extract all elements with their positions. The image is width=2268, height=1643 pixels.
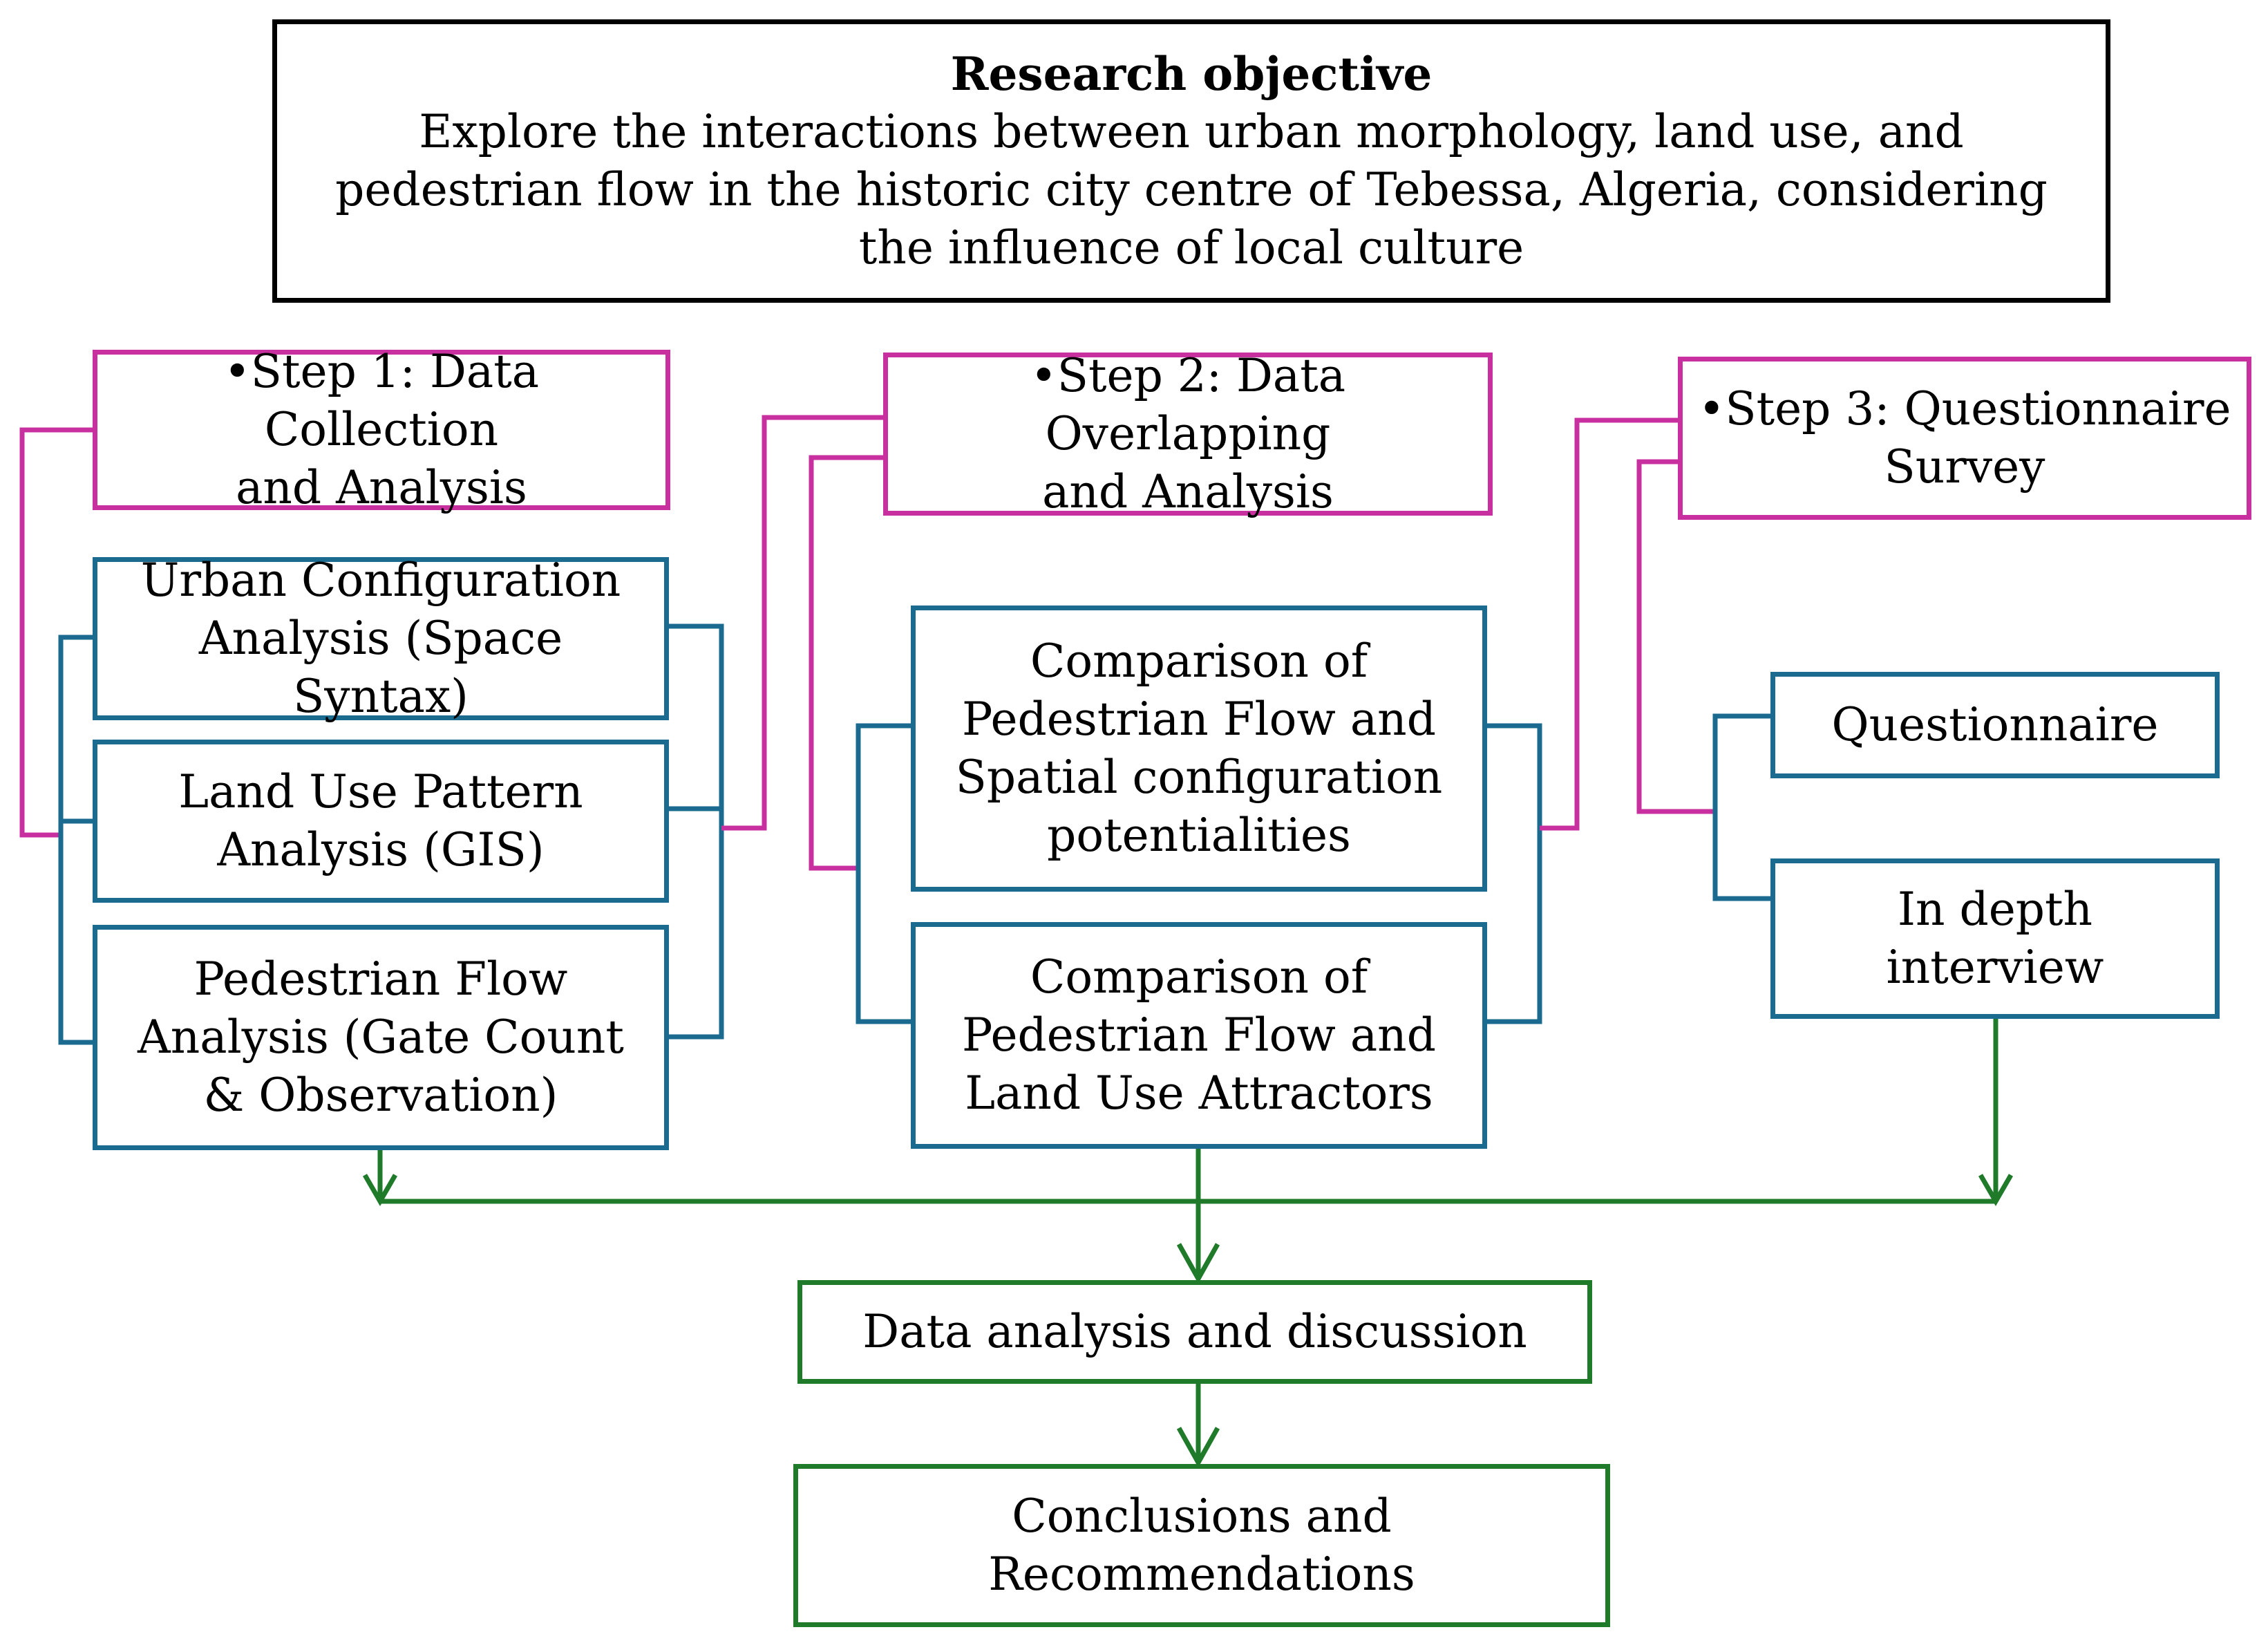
analysis-label: Data analysis and discussion (862, 1305, 1527, 1358)
analysis-arrowhead (1176, 1243, 1220, 1284)
step3-line-1: •Step 3: Questionnaire (1698, 382, 2231, 435)
urban-line-2: Analysis (Space Syntax) (198, 612, 563, 723)
comparison-spatial-box: Comparison of Pedestrian Flow and Spatia… (911, 605, 1487, 892)
step2-box: •Step 2: Data Overlapping and Analysis (883, 349, 1493, 518)
step2-bracket-line (809, 455, 883, 871)
step2-to-step3-link (1540, 417, 1678, 831)
pedflow-line-3: & Observation) (203, 1069, 558, 1122)
step2-items-left-bracket (856, 723, 911, 1024)
objective-text: Explore the interactions between urban m… (335, 105, 2048, 274)
step1-items-right-bracket (669, 623, 724, 1040)
step3-bracket-line (1636, 459, 1715, 814)
comp2-line-3: Land Use Attractors (965, 1067, 1433, 1120)
step1-to-step2-link (721, 415, 883, 831)
step3-items-bracket (1712, 713, 1770, 901)
step2-line-1: •Step 2: Data Overlapping (1030, 349, 1346, 460)
urban-line-1: Urban Configuration (140, 554, 621, 607)
comp1-line-3: Spatial configuration (955, 751, 1443, 804)
step1-bracket-line (19, 427, 93, 838)
step1-line-1: •Step 1: Data Collection (223, 345, 540, 456)
comp1-line-2: Pedestrian Flow and (962, 693, 1436, 746)
comparison-landuse-box: Comparison of Pedestrian Flow and Land U… (911, 922, 1487, 1149)
pedflow-line-1: Pedestrian Flow (193, 952, 568, 1006)
landuse-line-2: Analysis (GIS) (217, 823, 545, 876)
step2-items-right-bracket (1487, 723, 1542, 1024)
step2-line-2: and Analysis (1042, 465, 1334, 518)
step3-box: •Step 3: Questionnaire Survey (1678, 357, 2251, 520)
step1-items-left-bracket (58, 635, 93, 1045)
comp2-line-2: Pedestrian Flow and (962, 1008, 1436, 1062)
data-analysis-box: Data analysis and discussion (797, 1280, 1592, 1384)
interview-line-2: interview (1886, 941, 2104, 994)
step1-line-2: and Analysis (236, 461, 527, 514)
interview-box: In depth interview (1770, 858, 2220, 1019)
step3-line-2: Survey (1884, 440, 2045, 494)
urban-configuration-box: Urban Configuration Analysis (Space Synt… (93, 554, 669, 723)
comp1-line-1: Comparison of (1030, 635, 1368, 688)
conclusion-arrowhead (1176, 1427, 1220, 1468)
land-use-pattern-box: Land Use Pattern Analysis (GIS) (93, 740, 669, 903)
conclusions-box: Conclusions and Recommendations (793, 1464, 1610, 1627)
interview-line-1: In depth (1897, 883, 2093, 936)
pedestrian-flow-box: Pedestrian Flow Analysis (Gate Count & O… (93, 925, 669, 1150)
questionnaire-box: Questionnaire (1770, 672, 2220, 778)
pedflow-line-2: Analysis (Gate Count (138, 1011, 624, 1064)
step1-box: •Step 1: Data Collection and Analysis (93, 345, 670, 514)
landuse-line-1: Land Use Pattern (178, 765, 583, 818)
conclusions-line-1: Conclusions and (1012, 1490, 1392, 1543)
research-objective-box: Research objective Explore the interacti… (272, 19, 2110, 303)
comp2-line-1: Comparison of (1030, 950, 1368, 1004)
conclusions-line-2: Recommendations (988, 1548, 1415, 1601)
objective-heading: Research objective (950, 47, 1433, 101)
questionnaire-label: Questionnaire (1831, 698, 2159, 751)
comp1-line-4: potentialities (1047, 809, 1351, 862)
